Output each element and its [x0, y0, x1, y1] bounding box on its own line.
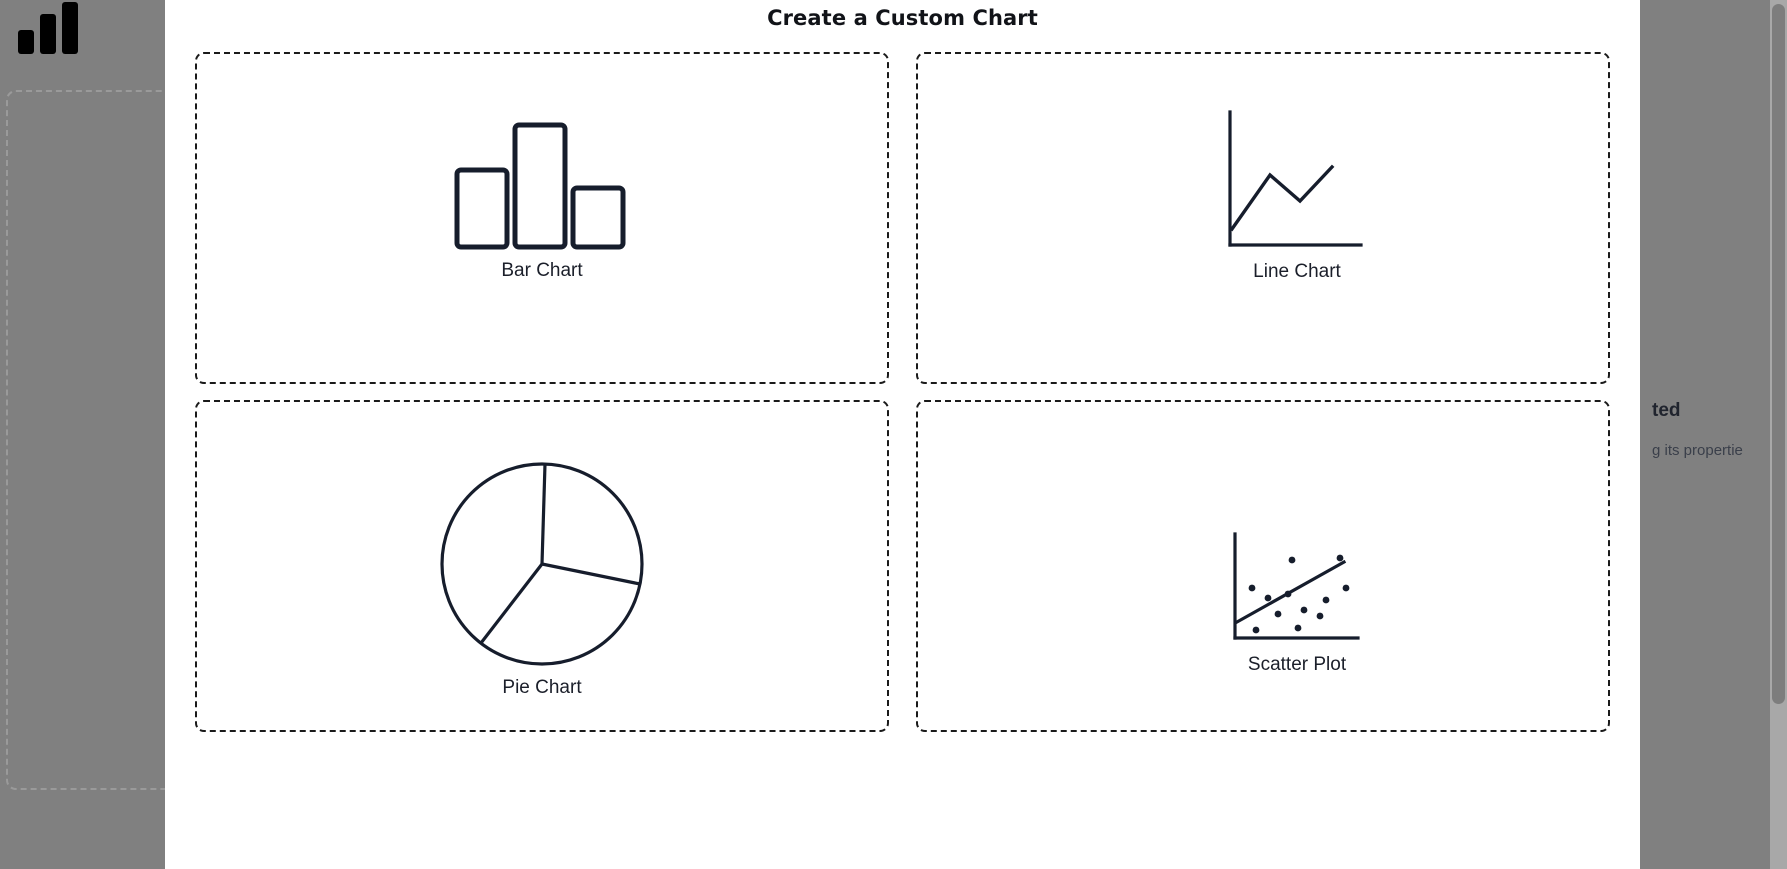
chart-option-label: Pie Chart — [502, 677, 582, 698]
chart-option-pie-chart[interactable]: Pie Chart — [195, 400, 889, 732]
bar-chart-icon — [454, 110, 630, 250]
page-scrollbar[interactable] — [1770, 0, 1787, 869]
logo-bar-1 — [18, 30, 34, 54]
background-heading: ted — [1652, 400, 1681, 421]
line-chart-icon — [1227, 109, 1367, 251]
pie-chart-icon — [439, 461, 645, 667]
background-subtext: g its propertie — [1652, 442, 1743, 459]
chart-option-bar-chart[interactable]: Bar Chart — [195, 52, 889, 384]
create-chart-modal: Create a Custom Chart Bar Chart — [165, 0, 1640, 869]
bar-chart-logo-icon[interactable] — [18, 2, 78, 54]
chart-option-label: Scatter Plot — [1247, 654, 1347, 675]
logo-bar-3 — [62, 2, 78, 54]
scatter-plot-icon — [1232, 532, 1362, 644]
chart-type-grid: Bar Chart Line Chart — [195, 52, 1610, 732]
chart-option-line-chart[interactable]: Line Chart — [916, 52, 1610, 384]
scrollbar-thumb[interactable] — [1772, 4, 1785, 704]
chart-option-label: Line Chart — [1253, 261, 1341, 282]
logo-bar-2 — [40, 14, 56, 54]
background-text-block: ted g its propertie — [1652, 398, 1787, 462]
chart-option-label: Bar Chart — [501, 260, 583, 281]
page-title: Create a Custom Chart — [767, 6, 1038, 30]
chart-option-scatter-plot[interactable]: Scatter Plot — [916, 400, 1610, 732]
